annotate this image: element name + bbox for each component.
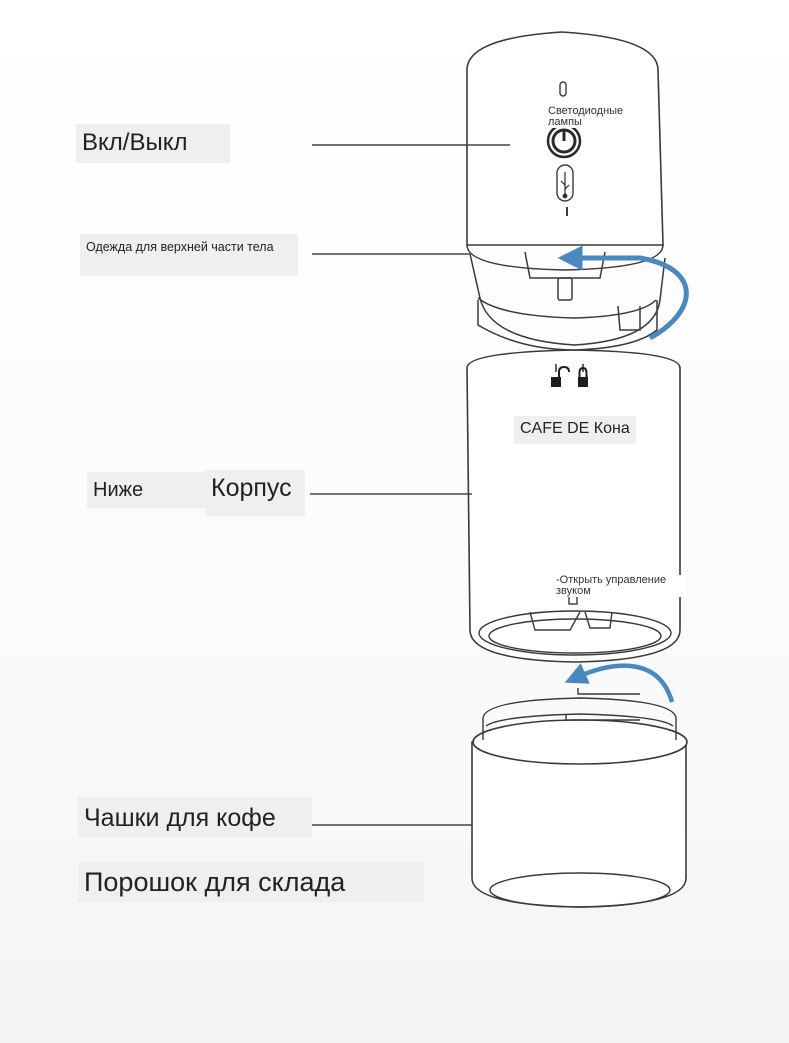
middle-body <box>467 350 680 662</box>
upper-body-label: Одежда для верхней части тела <box>80 234 298 276</box>
powder-label: Порошок для склада <box>78 862 424 902</box>
sound-label: -Открыть управление звуком <box>556 575 686 597</box>
body-label: Корпус <box>205 470 305 516</box>
on-off-label: Вкл/Выкл <box>76 124 230 163</box>
led-label: Светодиодные лампы <box>548 106 644 128</box>
power-button-icon <box>548 125 580 157</box>
bayonet-ring <box>467 245 665 350</box>
cafe-label: CAFE DE Кона <box>514 416 636 444</box>
lower-label: Ниже <box>87 472 205 508</box>
cups-label: Чашки для кофе <box>78 797 312 837</box>
coffee-cup <box>472 720 687 907</box>
rotate-arrow-top <box>570 258 686 338</box>
rotate-arrow-bottom <box>575 666 672 702</box>
